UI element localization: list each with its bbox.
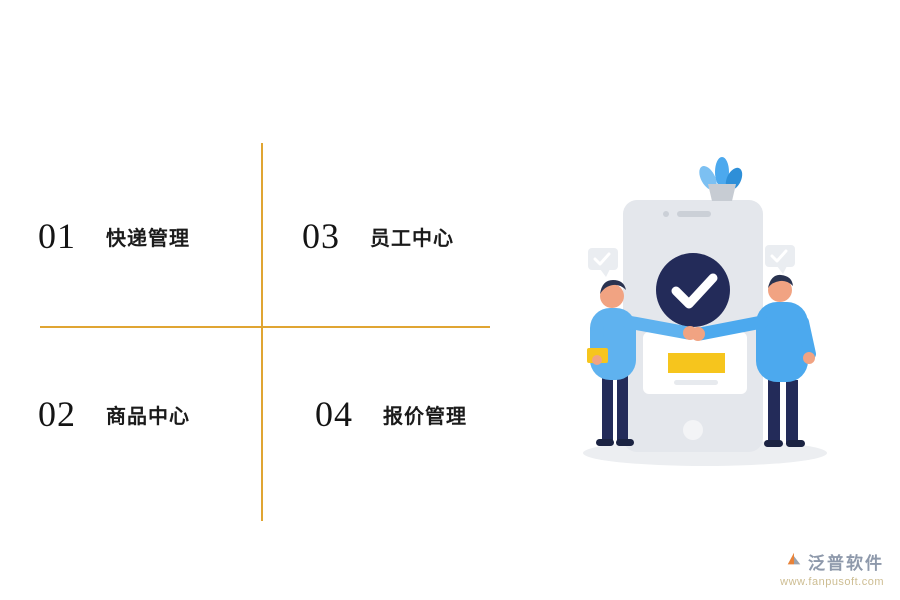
phone-speaker [677, 211, 711, 217]
speech-bubble-check-right [765, 245, 795, 274]
feature-label: 商品中心 [106, 405, 190, 428]
card-text-line [674, 380, 718, 385]
feature-item-01: 01 快递管理 [38, 212, 190, 260]
phone-home-button [683, 420, 703, 440]
feature-item-03: 03 员工中心 [302, 212, 454, 260]
card [643, 332, 747, 394]
speech-bubble-check-left [588, 248, 618, 277]
feature-label: 报价管理 [383, 405, 467, 428]
brand-logo-icon [785, 550, 803, 573]
brand-url: www.fanpusoft.com [780, 576, 884, 588]
plant-icon [699, 157, 743, 201]
check-icon [656, 253, 730, 327]
feature-number: 04 [315, 394, 353, 434]
phone-camera [663, 211, 669, 217]
card-yellow-bar [668, 353, 725, 373]
feature-number: 01 [38, 216, 76, 256]
feature-label: 员工中心 [370, 227, 454, 250]
feature-number: 02 [38, 394, 76, 434]
feature-item-04: 04 报价管理 [315, 390, 467, 438]
feature-number: 03 [302, 216, 340, 256]
illustration-svg [583, 157, 827, 466]
brand-name: 泛普软件 [808, 554, 884, 573]
feature-label: 快递管理 [106, 227, 190, 250]
brand-logo: 泛普软件 www.fanpusoft.com [780, 549, 884, 588]
divider-vertical [261, 143, 263, 521]
illustration-handshake-phone [540, 150, 880, 470]
feature-item-02: 02 商品中心 [38, 390, 190, 438]
person-right [691, 274, 816, 447]
divider-horizontal [40, 326, 490, 328]
person-left [587, 280, 697, 446]
